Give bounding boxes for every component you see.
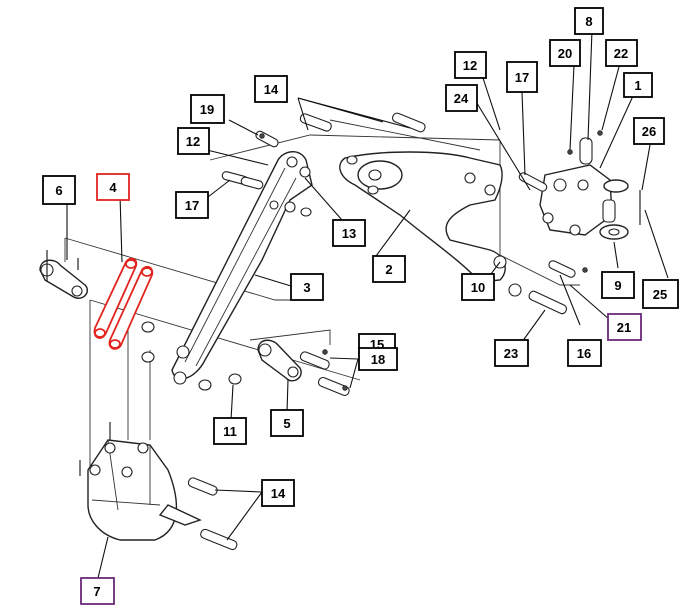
- label-12-right: 12: [454, 51, 487, 79]
- bucket-part: [79, 422, 202, 541]
- label-6: 6: [42, 175, 76, 205]
- label-11: 11: [213, 417, 247, 445]
- svg-text:19: 19: [200, 102, 214, 117]
- label-boxes: 1 2 3 4 5 6 7 8: [42, 7, 679, 605]
- label-14-top: 14: [254, 75, 288, 103]
- label-22: 22: [605, 39, 638, 67]
- svg-text:26: 26: [642, 124, 656, 139]
- svg-text:7: 7: [93, 584, 100, 599]
- label-5: 5: [270, 409, 304, 437]
- pins-and-bushings: [141, 112, 603, 551]
- svg-text:8: 8: [585, 14, 592, 29]
- svg-text:23: 23: [504, 346, 518, 361]
- svg-text:6: 6: [55, 183, 62, 198]
- dipper-arm-part: [171, 151, 313, 385]
- swing-bracket-part: [539, 137, 641, 240]
- link-part-4-highlighted: [93, 257, 154, 350]
- label-1: 1: [623, 72, 653, 98]
- svg-text:12: 12: [186, 134, 200, 149]
- svg-text:5: 5: [283, 416, 290, 431]
- label-8: 8: [574, 7, 604, 35]
- svg-text:20: 20: [558, 46, 572, 61]
- link-part-6: [39, 250, 89, 299]
- svg-text:17: 17: [515, 70, 529, 85]
- svg-text:2: 2: [385, 262, 392, 277]
- label-10: 10: [461, 273, 495, 301]
- svg-text:12: 12: [463, 58, 477, 73]
- svg-text:4: 4: [109, 180, 117, 195]
- svg-text:18: 18: [371, 352, 385, 367]
- label-21-highlighted: 21: [607, 313, 642, 341]
- label-7-highlighted: 7: [80, 577, 115, 605]
- leader-lines: [66, 29, 669, 579]
- label-13: 13: [332, 219, 366, 247]
- label-14-bottom: 14: [261, 479, 295, 507]
- label-2: 2: [372, 255, 406, 283]
- svg-text:14: 14: [264, 82, 279, 97]
- link-part-5: [257, 339, 302, 382]
- svg-text:13: 13: [342, 226, 356, 241]
- label-20: 20: [549, 39, 581, 67]
- label-19: 19: [190, 94, 225, 124]
- label-16: 16: [567, 339, 602, 367]
- label-12-left: 12: [177, 127, 210, 155]
- label-3: 3: [290, 273, 324, 301]
- svg-text:25: 25: [653, 287, 667, 302]
- svg-text:24: 24: [454, 91, 469, 106]
- label-25: 25: [642, 279, 679, 309]
- boom-part: [339, 151, 522, 297]
- svg-text:1: 1: [634, 78, 641, 93]
- svg-text:21: 21: [617, 320, 631, 335]
- svg-text:22: 22: [614, 46, 628, 61]
- svg-text:11: 11: [223, 424, 237, 439]
- label-17-left: 17: [175, 191, 209, 219]
- label-26: 26: [633, 117, 665, 145]
- svg-text:16: 16: [577, 346, 591, 361]
- label-4-highlighted: 4: [96, 173, 130, 201]
- svg-text:14: 14: [271, 486, 286, 501]
- label-24: 24: [445, 84, 478, 112]
- label-18: 18: [358, 347, 398, 371]
- label-17-right: 17: [506, 61, 538, 93]
- svg-text:3: 3: [303, 280, 310, 295]
- svg-text:10: 10: [471, 280, 485, 295]
- label-9: 9: [601, 271, 635, 299]
- svg-text:17: 17: [185, 198, 199, 213]
- label-23: 23: [494, 339, 529, 367]
- svg-text:9: 9: [614, 278, 621, 293]
